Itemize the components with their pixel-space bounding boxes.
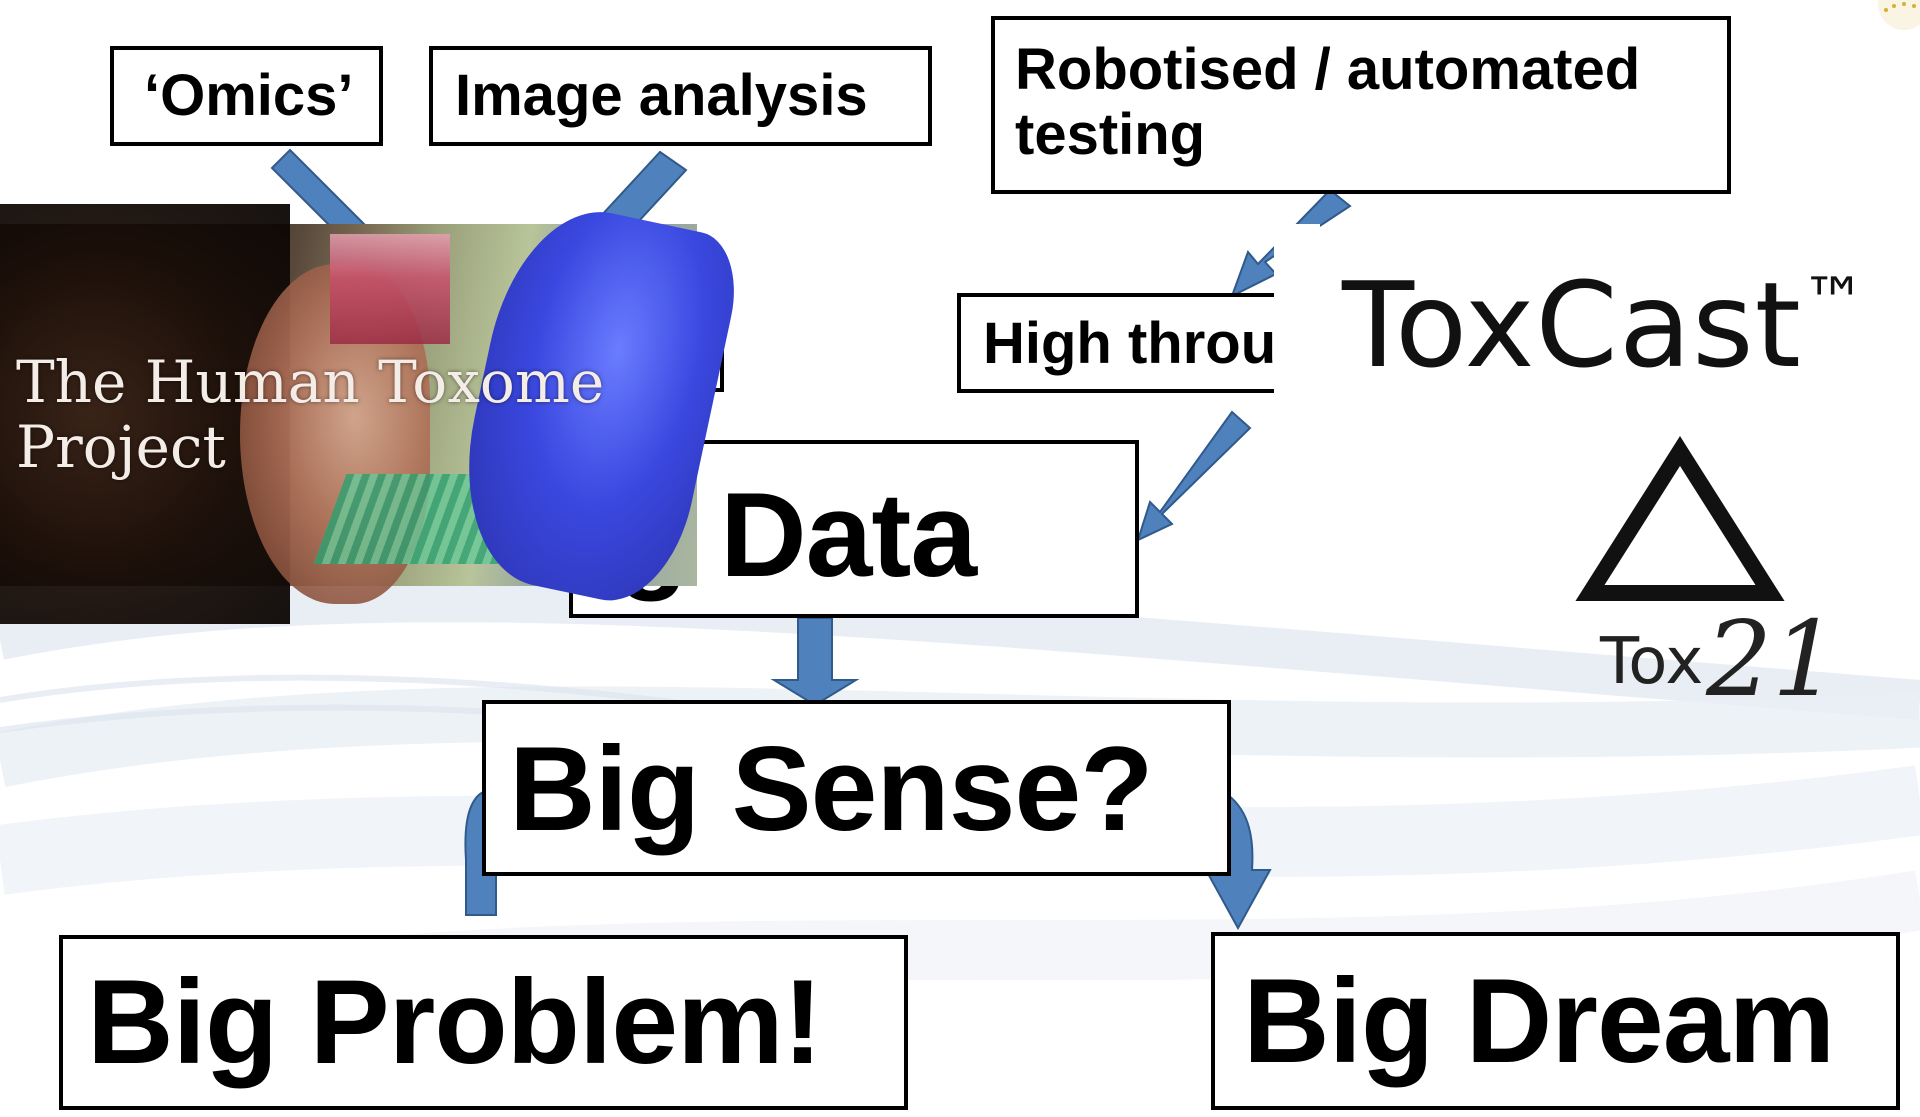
- tox21-triangle-icon: [1575, 436, 1785, 601]
- omics-box: ‘Omics’: [110, 46, 383, 146]
- logo-backdrop: [1274, 224, 1320, 414]
- human-toxome-project-image: The Human Toxome Project: [0, 194, 747, 624]
- toxcast-logo: ToxCast™: [1342, 266, 1867, 384]
- arrow-high-throughput-to-big-data: [1136, 410, 1252, 542]
- big-problem-box: Big Problem!: [59, 935, 908, 1110]
- photo-title-line2: Project: [16, 412, 226, 481]
- big-sense-box: Big Sense?: [482, 700, 1231, 876]
- tox21-logo-prefix: Tox: [1599, 625, 1703, 699]
- image-analysis-box: Image analysis: [429, 46, 932, 146]
- photo-title: The Human Toxome Project: [16, 350, 676, 480]
- emblem-stars-icon: [1878, 0, 1920, 30]
- high-throughput-box: High throu: [957, 293, 1287, 393]
- photo-title-line1: The Human Toxome: [16, 348, 605, 416]
- robotised-testing-box: Robotised / automated testing: [991, 16, 1731, 194]
- photo-flask: [330, 234, 450, 344]
- tox21-logo-number: 21: [1705, 598, 1838, 720]
- toxcast-logo-text: ToxCast: [1342, 256, 1802, 394]
- toxcast-trademark: ™: [1801, 265, 1867, 339]
- big-dream-box: Big Dream: [1211, 932, 1900, 1110]
- arrow-big-data-to-big-sense: [770, 617, 860, 707]
- tox21-logo: Tox 21: [1575, 436, 1838, 720]
